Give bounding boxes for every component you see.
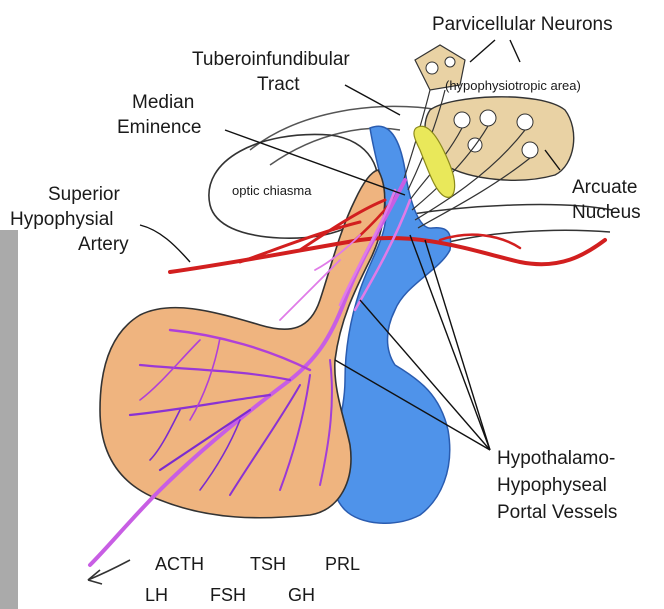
brain-outline-upper (250, 106, 440, 150)
hormone-gh: GH (288, 585, 315, 605)
label-hypophysiotropic-area: (hypophysiotropic area) (445, 78, 581, 93)
label-portal-vessels: Portal Vessels (497, 502, 617, 523)
label-eminence: Eminence (117, 117, 202, 138)
label-tract: Tract (257, 74, 300, 95)
hormone-tsh: TSH (250, 554, 286, 574)
label-median: Median (132, 92, 194, 113)
label-nucleus: Nucleus (572, 202, 641, 223)
hormone-lh: LH (145, 585, 168, 605)
label-superior: Superior (48, 184, 120, 205)
label-parvicellular-neurons: Parvicellular Neurons (432, 14, 613, 35)
label-hypophysial: Hypophysial (10, 209, 114, 230)
label-arcuate: Arcuate (572, 177, 637, 198)
hormone-prl: PRL (325, 554, 360, 574)
label-hypophyseal: Hypophyseal (497, 475, 607, 496)
label-hypothalamo: Hypothalamo- (497, 448, 615, 469)
label-optic-chiasma: optic chiasma (232, 183, 312, 198)
label-artery: Artery (78, 234, 129, 255)
hormone-acth: ACTH (155, 554, 204, 574)
left-gray-bar (0, 230, 18, 609)
label-tuberoinfundibular: Tuberoinfundibular (192, 49, 350, 70)
hormone-fsh: FSH (210, 585, 246, 605)
